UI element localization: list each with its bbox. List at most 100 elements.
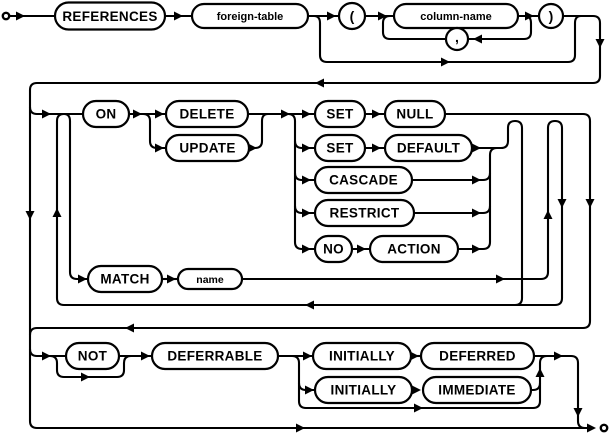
node-foreign-table [190, 2, 310, 30]
node-not [64, 341, 121, 371]
arrowhead-icon [174, 11, 183, 21]
arrowhead-icon [585, 199, 595, 208]
arrowhead-icon [472, 175, 481, 185]
arrowhead-icon [16, 11, 25, 21]
node-set-2-label: SET [326, 141, 354, 156]
node-deferrable [150, 341, 280, 371]
arrowhead-icon [305, 300, 314, 310]
node-foreign-table-label: foreign-table [217, 11, 284, 23]
arrowhead-icon [167, 274, 176, 284]
node-cascade-label: CASCADE [329, 173, 398, 188]
node-column-name-label: column-name [420, 11, 492, 23]
arrowhead-icon [496, 274, 505, 284]
arrowhead-icon [410, 351, 419, 361]
arrowhead-icon [587, 423, 596, 433]
arrowhead-icon [42, 351, 51, 361]
node-set-1 [313, 99, 367, 129]
node-set-2 [313, 133, 367, 163]
arrowhead-icon [302, 109, 311, 119]
arrowhead-icon [472, 208, 481, 218]
arrowhead-icon [155, 109, 164, 119]
arrowhead-icon [42, 109, 51, 119]
node-name-label: name [196, 274, 224, 286]
arrowhead-icon [372, 143, 381, 153]
arrowhead-icon [302, 208, 311, 218]
arrowhead-icon [441, 57, 450, 67]
arrowhead-icon [543, 210, 553, 219]
arrowhead-icon [473, 34, 482, 44]
node-immediate-label: IMMEDIATE [438, 383, 515, 398]
arrowhead-icon [414, 403, 423, 413]
node-action-label: ACTION [387, 242, 441, 257]
arrowhead-icon [303, 351, 312, 361]
node-restrict-label: RESTRICT [330, 206, 400, 221]
arrowhead-icon [472, 244, 481, 254]
node-initially-1-label: INITIALLY [329, 349, 395, 364]
node-restrict [313, 198, 416, 228]
node-deferred-label: DEFERRED [439, 349, 516, 364]
node-action [368, 234, 460, 264]
arrowhead-icon [357, 244, 366, 254]
node-close-paren-label: ) [549, 8, 554, 24]
arrowhead-icon [595, 39, 605, 48]
arrowhead-icon [327, 11, 336, 21]
arrowhead-icon [248, 143, 257, 153]
node-null-label: NULL [396, 107, 433, 122]
node-match [86, 264, 164, 294]
node-update [164, 133, 251, 163]
arrowhead-icon [81, 372, 90, 382]
arrowhead-icon [525, 11, 534, 21]
node-comma [444, 26, 470, 52]
node-not-label: NOT [78, 349, 108, 364]
arrowhead-icon [305, 385, 314, 395]
node-comma-label: , [455, 29, 459, 45]
arrowhead-icon [25, 211, 35, 220]
end-terminal-icon [599, 423, 609, 433]
node-set-1-label: SET [326, 107, 354, 122]
node-close-paren [537, 2, 565, 30]
arrowhead-icon [141, 351, 150, 361]
node-deferrable-label: DEFERRABLE [167, 349, 262, 364]
arrowhead-icon [302, 175, 311, 185]
node-deferred [419, 341, 536, 371]
node-match-label: MATCH [100, 272, 149, 287]
arrowhead-icon [302, 143, 311, 153]
arrowheads [16, 11, 605, 433]
node-no-label: NO [323, 242, 344, 257]
arrowhead-icon [472, 143, 481, 153]
arrowhead-icon [372, 109, 381, 119]
node-references [53, 1, 167, 31]
node-open-paren-label: ( [350, 8, 355, 24]
node-default-label: DEFAULT [397, 141, 461, 156]
arrowhead-icon [302, 244, 311, 254]
arrowhead-icon [52, 208, 62, 217]
node-update-label: UPDATE [179, 141, 235, 156]
arrowhead-icon [125, 323, 134, 333]
arrowhead-icon [315, 78, 324, 88]
node-initially-1 [311, 341, 413, 371]
arrowhead-icon [573, 408, 583, 417]
arrowhead-icon [554, 351, 563, 361]
node-immediate [421, 375, 533, 405]
node-null [383, 99, 447, 129]
node-name [176, 267, 244, 291]
node-cascade [313, 165, 414, 195]
node-default [383, 133, 474, 163]
arrowhead-icon [133, 109, 142, 119]
node-on-label: ON [96, 107, 117, 122]
arrowhead-icon [557, 199, 567, 208]
arrowhead-icon [296, 423, 305, 433]
node-on [81, 99, 131, 129]
arrowhead-icon [412, 385, 421, 395]
node-initially-2 [313, 375, 414, 405]
node-open-paren [337, 1, 367, 31]
arrowhead-icon [78, 274, 87, 284]
start-terminal-icon [1, 11, 11, 21]
arrowhead-icon [378, 11, 387, 21]
nodes: REFERENCES foreign-table ( column-name )… [53, 1, 565, 405]
node-references-label: REFERENCES [62, 9, 157, 24]
arrowhead-icon [535, 368, 545, 377]
node-delete [164, 99, 250, 129]
